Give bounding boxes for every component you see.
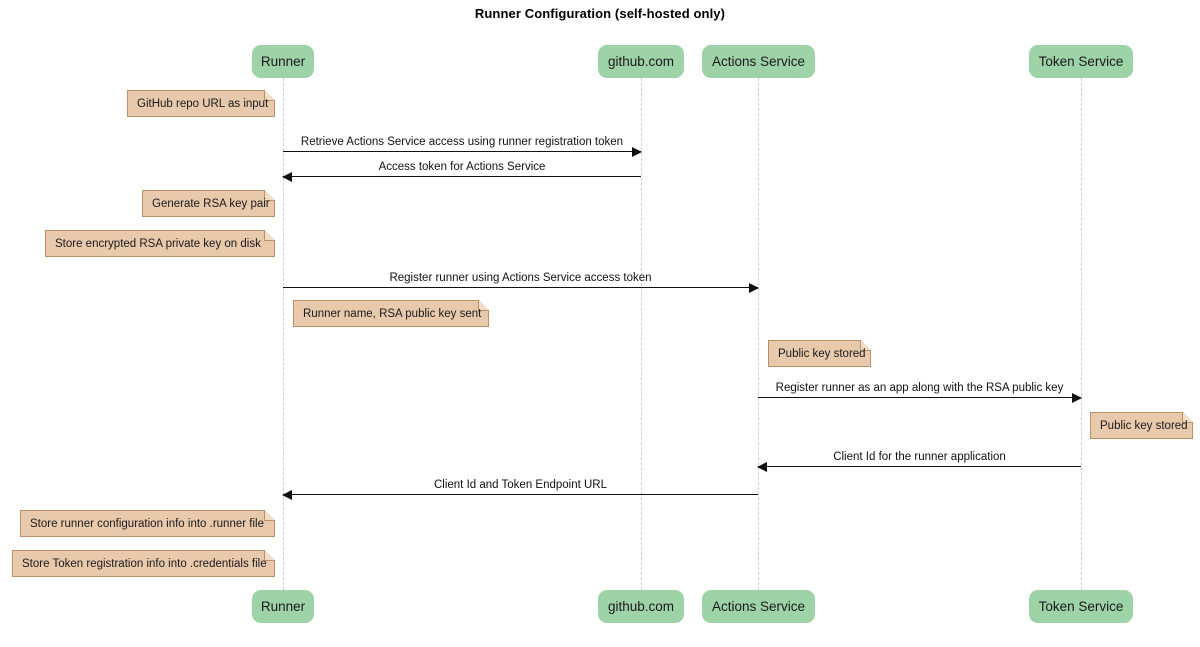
note-public-key-stored-2: Public key stored xyxy=(1090,411,1194,439)
msg-client-id-runner-app: Client Id for the runner application xyxy=(757,451,1081,472)
arrowhead-left-icon xyxy=(757,461,767,472)
note-text: Public key stored xyxy=(1100,419,1188,432)
note-fold-corner-icon xyxy=(264,509,276,521)
note-text: GitHub repo URL as input xyxy=(137,97,269,110)
arrowhead-left-icon xyxy=(282,489,292,500)
note-public-key-stored-1: Public key stored xyxy=(768,339,872,367)
participant-label: Token Service xyxy=(1038,54,1124,69)
note-fold-corner-icon xyxy=(860,339,872,351)
msg-register-runner: Register runner using Actions Service ac… xyxy=(283,272,759,293)
participant-label: Actions Service xyxy=(711,599,806,614)
participant-label: Token Service xyxy=(1038,599,1124,614)
lifeline-github xyxy=(641,78,642,590)
arrowhead-right-icon xyxy=(749,282,759,293)
note-fold-corner-icon xyxy=(478,299,490,311)
note-text: Store encrypted RSA private key on disk xyxy=(55,237,261,250)
arrowhead-right-icon xyxy=(1072,392,1082,403)
note-generate-rsa: Generate RSA key pair xyxy=(142,189,276,217)
participant-label: Runner xyxy=(260,599,306,614)
note-fold-corner-icon xyxy=(264,229,276,241)
note-store-private-key: Store encrypted RSA private key on disk xyxy=(45,229,276,257)
note-text: Store runner configuration info into .ru… xyxy=(30,517,264,530)
msg-register-app-rsa: Register runner as an app along with the… xyxy=(758,382,1082,403)
participant-actions-top[interactable]: Actions Service xyxy=(702,45,815,78)
diagram-title: Runner Configuration (self-hosted only) xyxy=(474,6,726,21)
participant-label: Actions Service xyxy=(711,54,806,69)
message-line xyxy=(758,466,1081,467)
note-github-repo-url: GitHub repo URL as input xyxy=(127,89,276,117)
participant-token-bottom[interactable]: Token Service xyxy=(1029,590,1133,623)
msg-retrieve-actions-access: Retrieve Actions Service access using ru… xyxy=(283,136,642,157)
participant-label: github.com xyxy=(607,54,675,69)
message-line xyxy=(283,287,758,288)
message-line xyxy=(758,397,1081,398)
note-store-runner-config: Store runner configuration info into .ru… xyxy=(20,509,276,537)
message-label: Register runner using Actions Service ac… xyxy=(389,272,652,284)
message-label: Access token for Actions Service xyxy=(378,161,546,173)
message-label: Client Id and Token Endpoint URL xyxy=(433,479,608,491)
participant-actions-bottom[interactable]: Actions Service xyxy=(702,590,815,623)
message-label: Client Id for the runner application xyxy=(833,451,1006,463)
msg-access-token: Access token for Actions Service xyxy=(282,161,641,182)
message-line xyxy=(283,176,641,177)
lifeline-token xyxy=(1081,78,1082,590)
note-fold-corner-icon xyxy=(264,549,276,561)
note-runner-name-pubkey: Runner name, RSA public key sent xyxy=(293,299,490,327)
note-text: Public key stored xyxy=(778,347,866,360)
participant-github-top[interactable]: github.com xyxy=(598,45,684,78)
arrowhead-right-icon xyxy=(632,146,642,157)
message-label: Register runner as an app along with the… xyxy=(775,382,1064,394)
participant-runner-bottom[interactable]: Runner xyxy=(252,590,314,623)
note-store-token-reg: Store Token registration info into .cred… xyxy=(12,549,276,577)
note-fold-corner-icon xyxy=(1182,411,1194,423)
message-line xyxy=(283,494,758,495)
message-label: Retrieve Actions Service access using ru… xyxy=(300,136,624,148)
arrowhead-left-icon xyxy=(282,171,292,182)
participant-token-top[interactable]: Token Service xyxy=(1029,45,1133,78)
note-text: Runner name, RSA public key sent xyxy=(303,307,482,320)
participant-label: github.com xyxy=(607,599,675,614)
msg-client-id-token-endpoint: Client Id and Token Endpoint URL xyxy=(282,479,758,500)
note-text: Generate RSA key pair xyxy=(152,197,270,210)
participant-label: Runner xyxy=(260,54,306,69)
lifeline-runner xyxy=(283,78,284,590)
participant-runner-top[interactable]: Runner xyxy=(252,45,314,78)
participant-github-bottom[interactable]: github.com xyxy=(598,590,684,623)
note-fold-corner-icon xyxy=(264,189,276,201)
note-text: Store Token registration info into .cred… xyxy=(22,557,267,570)
message-line xyxy=(283,151,641,152)
lifeline-actions xyxy=(758,78,759,590)
note-fold-corner-icon xyxy=(264,89,276,101)
